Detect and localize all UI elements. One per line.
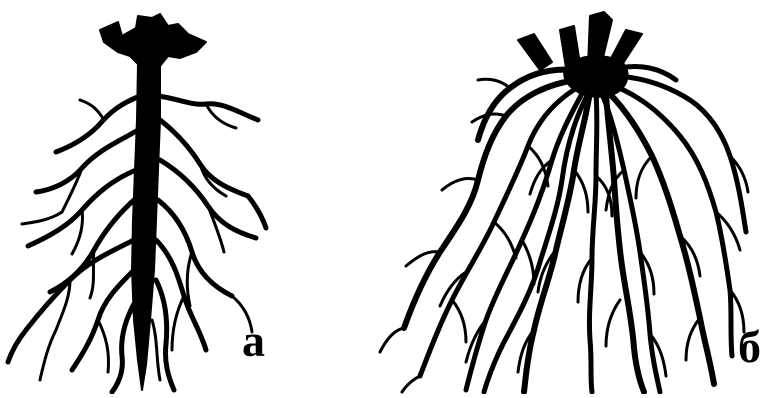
taproot-lateral-root-right bbox=[152, 320, 160, 380]
fibrous-rootlet bbox=[522, 240, 534, 284]
taproot-lateral-root-right bbox=[187, 252, 192, 306]
taproot-lateral-root-left bbox=[8, 330, 26, 362]
fibrous-rootlet bbox=[478, 79, 510, 88]
fibrous-root-system-drawing bbox=[380, 12, 748, 392]
fibrous-rootlet bbox=[636, 156, 652, 198]
fibrous-rootlet bbox=[452, 300, 466, 342]
fibrous-rootlet bbox=[606, 300, 620, 346]
taproot-lateral-root-left bbox=[112, 300, 136, 392]
taproot-lateral-root-right bbox=[160, 120, 248, 196]
fibrous-rootlet bbox=[686, 318, 700, 360]
taproot-system-drawing bbox=[8, 14, 266, 392]
fibrous-rootlet bbox=[402, 376, 420, 392]
fibrous-adventitious-root bbox=[608, 92, 714, 384]
panel-label-a: а bbox=[242, 318, 265, 364]
fibrous-adventitious-root bbox=[589, 94, 596, 392]
taproot-lateral-root-right bbox=[158, 200, 232, 296]
fibrous-adventitious-root bbox=[484, 94, 588, 392]
taproot-lateral-root-left bbox=[36, 130, 138, 192]
taproot-lateral-root-left bbox=[56, 96, 140, 152]
taproot-lateral-root-right bbox=[172, 296, 184, 350]
taproot-lateral-root-left bbox=[80, 100, 104, 120]
taproot-lateral-root-right bbox=[248, 196, 266, 228]
fibrous-rootlet bbox=[380, 328, 404, 352]
stem-stub bbox=[518, 34, 552, 70]
fibrous-rootlet bbox=[494, 222, 516, 258]
panel-label-b: б bbox=[738, 324, 761, 370]
fibrous-rootlet bbox=[574, 170, 588, 212]
taproot-lateral-root-left bbox=[28, 170, 136, 246]
taproot-lateral-root-left bbox=[40, 330, 56, 380]
taproot-lateral-root-left bbox=[22, 212, 62, 224]
stem-base bbox=[100, 14, 206, 66]
fibrous-adventitious-root bbox=[404, 80, 576, 328]
taproot-lateral-root-left bbox=[98, 320, 109, 372]
